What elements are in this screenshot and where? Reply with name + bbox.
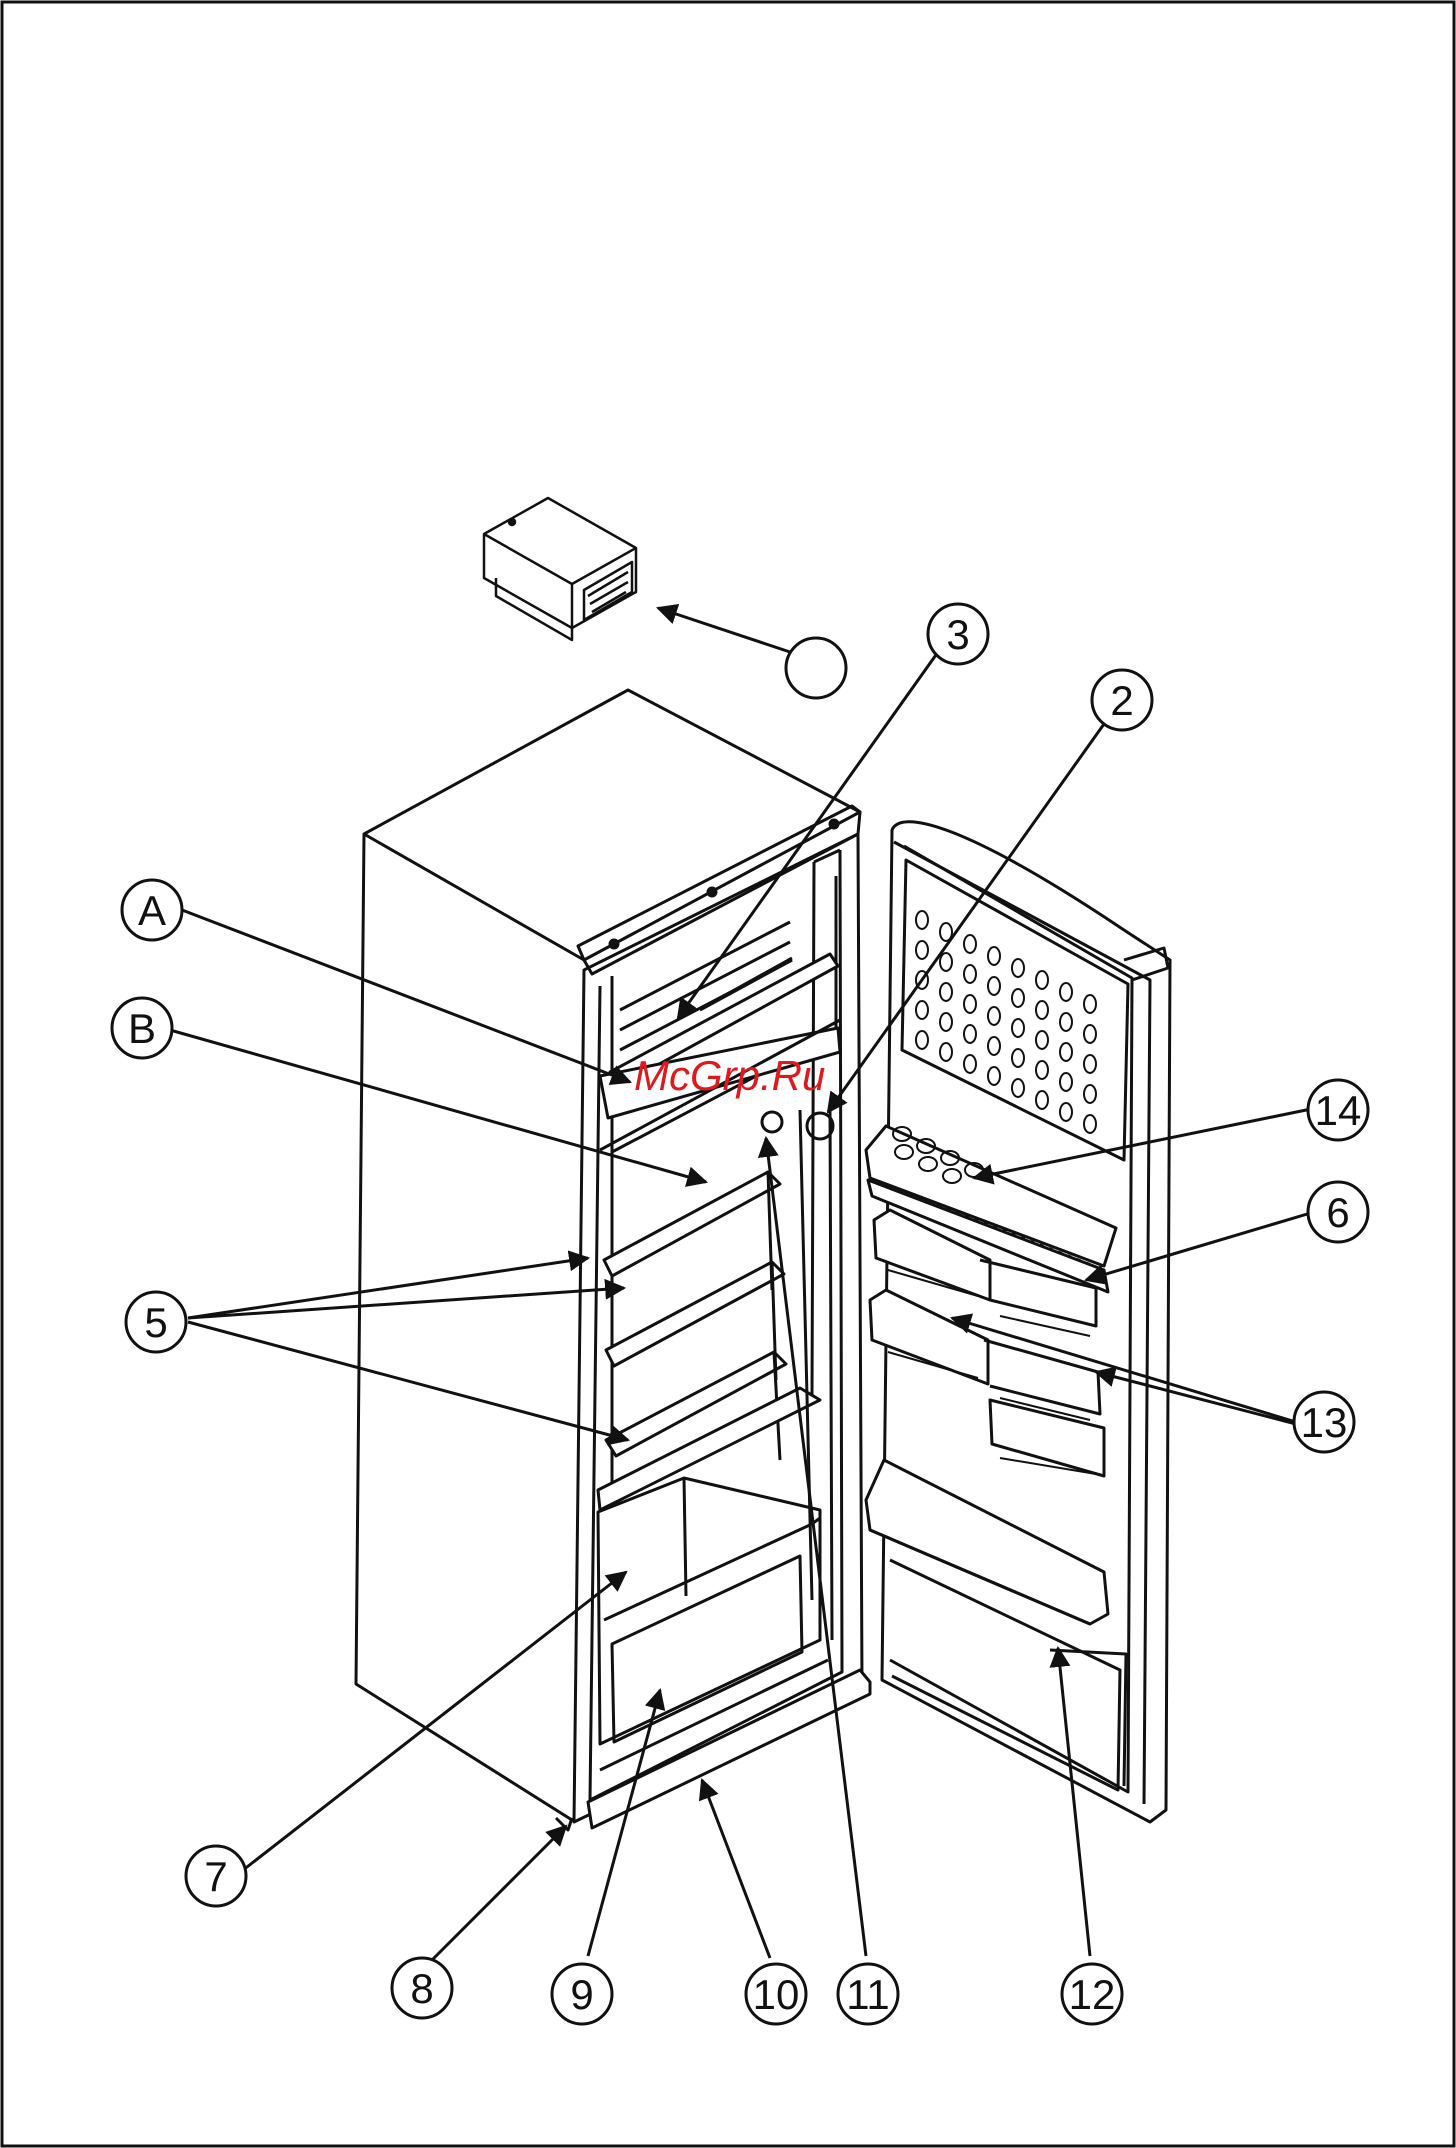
- callout-11-label: 11: [846, 1971, 890, 2018]
- callout-8-label: 8: [410, 1965, 433, 2012]
- callout-2-label: 2: [1110, 677, 1133, 724]
- callout-10: 10: [746, 1964, 806, 2024]
- callout-5: 5: [126, 1292, 186, 1352]
- callout-B: B: [112, 998, 172, 1058]
- callout-12: 12: [1062, 1964, 1122, 2024]
- callout-A-label: A: [138, 887, 166, 934]
- callout-14: 14: [1308, 1080, 1368, 1140]
- callout-8: 8: [392, 1958, 452, 2018]
- callout-11: 11: [838, 1964, 898, 2024]
- callout-7-label: 7: [204, 1853, 227, 1900]
- callout-3-label: 3: [946, 611, 969, 658]
- fridge-door: [866, 822, 1170, 1822]
- watermark: McGrp.Ru: [634, 1052, 825, 1099]
- accessory-box: [484, 498, 636, 640]
- callout-9-label: 9: [570, 1971, 593, 2018]
- callout-3: 3: [928, 604, 988, 664]
- callout-6-label: 6: [1326, 1189, 1349, 1236]
- callout-12-label: 12: [1069, 1971, 1116, 2018]
- callout-10-label: 10: [753, 1971, 800, 2018]
- callout-7: 7: [186, 1846, 246, 1906]
- callout-A: A: [122, 880, 182, 940]
- callout-14-label: 14: [1315, 1087, 1362, 1134]
- callout-13-label: 13: [1301, 1399, 1348, 1446]
- callout-13: 13: [1294, 1392, 1354, 1452]
- callout-B-label: B: [128, 1005, 156, 1052]
- callout-2: 2: [1092, 670, 1152, 730]
- callout-9: 9: [552, 1964, 612, 2024]
- callout-5-label: 5: [144, 1299, 167, 1346]
- callout-accessory: [786, 638, 846, 698]
- fridge-cabinet: [356, 690, 870, 1830]
- callout-6: 6: [1308, 1182, 1368, 1242]
